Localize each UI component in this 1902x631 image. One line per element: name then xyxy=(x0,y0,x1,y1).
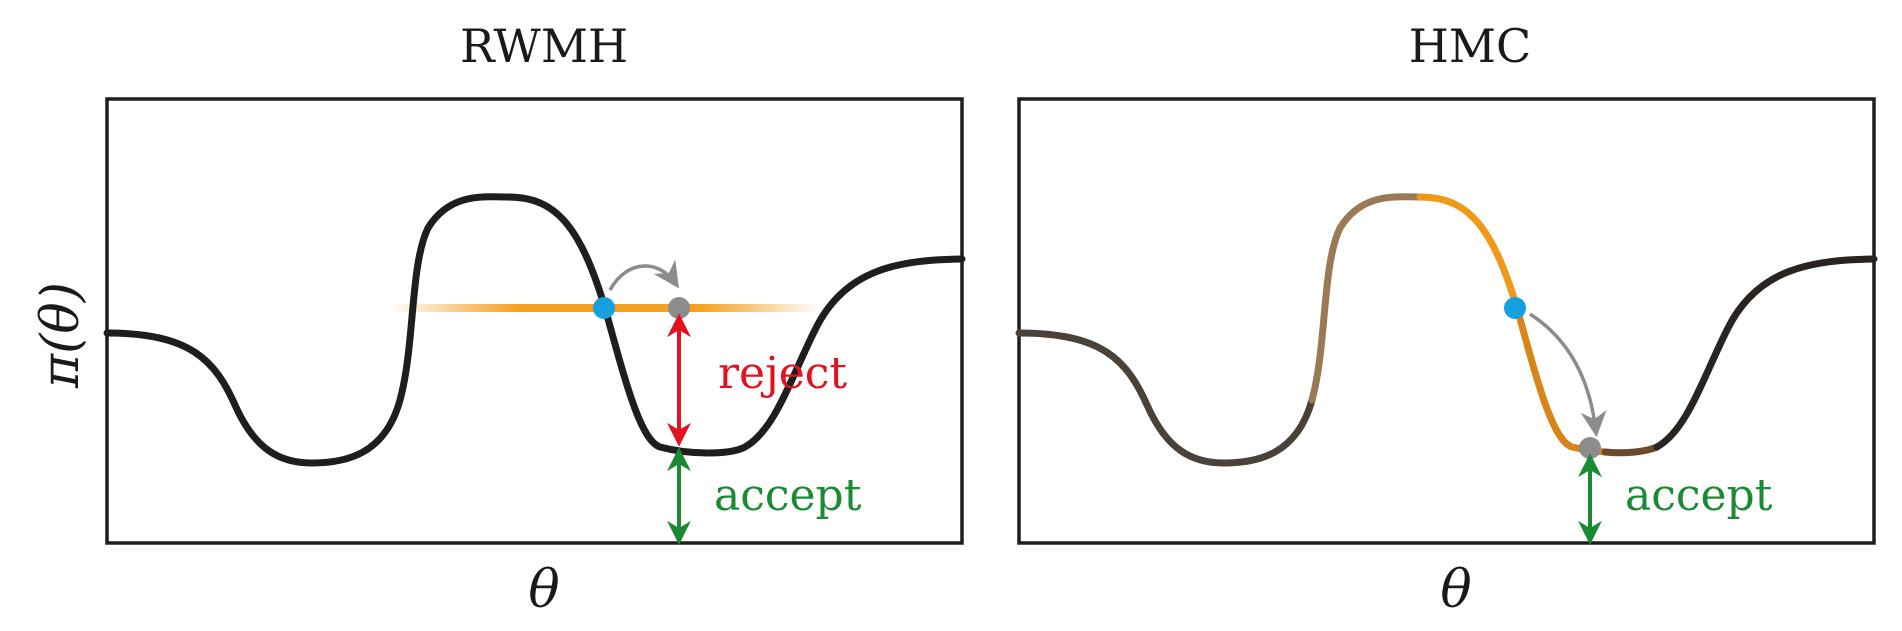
y-axis-label: π(θ) xyxy=(31,282,91,389)
accept-label-hmc: accept xyxy=(1625,470,1773,521)
density-curve-rwmh xyxy=(103,193,966,467)
panel-title-hmc: HMC xyxy=(1409,19,1531,73)
trajectory-arrow-hmc xyxy=(1529,312,1607,438)
panel-frame-rwmh xyxy=(105,97,964,545)
current-point-hmc xyxy=(1504,297,1526,319)
proposed-point-rwmh xyxy=(668,297,690,319)
density-curve-hmc-right xyxy=(1653,255,1878,451)
accept-label-rwmh: accept xyxy=(714,470,862,521)
density-curve-hmc-descent xyxy=(1513,304,1609,456)
panel-rwmh: RWMH reject accept θ xyxy=(103,19,966,620)
density-curve-hmc-rise xyxy=(1308,193,1424,404)
panel-title-rwmh: RWMH xyxy=(460,19,628,73)
panel-frame-hmc xyxy=(1017,97,1876,545)
jump-arrow-rwmh xyxy=(608,259,679,291)
y-axis-label-group: π(θ) xyxy=(31,282,91,389)
reject-label: reject xyxy=(718,348,847,399)
current-point-rwmh xyxy=(593,297,615,319)
density-curve-hmc-left xyxy=(1015,329,1316,467)
density-curve-hmc-trough xyxy=(1601,443,1661,457)
x-axis-label-rwmh: θ xyxy=(528,560,559,620)
density-curve-hmc-peak xyxy=(1416,193,1521,312)
proposed-point-hmc xyxy=(1579,437,1601,459)
panel-hmc: HMC accept θ xyxy=(1015,19,1878,620)
x-axis-label-hmc: θ xyxy=(1440,560,1471,620)
